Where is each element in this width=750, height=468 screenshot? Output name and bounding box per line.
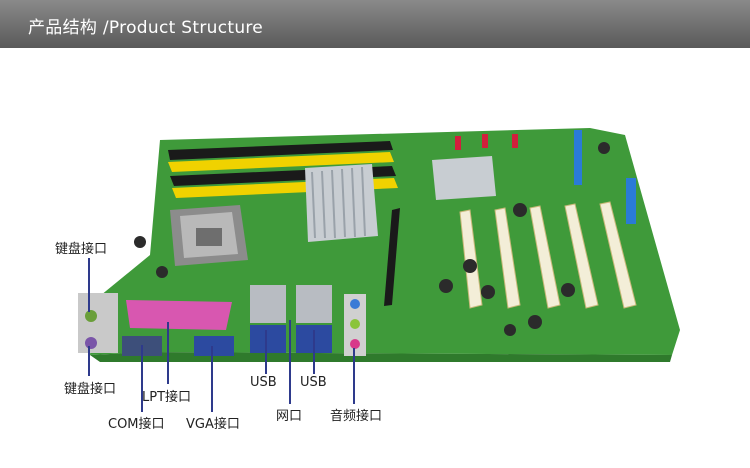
label-audio: 音频接口 [330, 409, 383, 424]
rear-io [78, 285, 366, 356]
header-bar: 产品结构 /Product Structure [0, 0, 750, 48]
label-keyboard-top: 键盘接口 [55, 242, 108, 257]
blue-connector-2 [626, 178, 636, 224]
label-keyboard-bottom: 键盘接口 [64, 382, 117, 397]
red-headers [455, 134, 518, 150]
blue-connector-1 [574, 130, 582, 185]
callout-lines [88, 258, 355, 412]
cpu-socket [170, 205, 248, 266]
chipset-heatsink [305, 164, 378, 242]
page-title: 产品结构 /Product Structure [28, 18, 264, 38]
label-vga: VGA接口 [186, 417, 240, 432]
pci-slots [459, 201, 637, 309]
label-com: COM接口 [108, 417, 165, 432]
motherboard-illustration [78, 128, 680, 412]
pcb-board [90, 128, 680, 355]
label-lpt: LPT接口 [142, 390, 192, 405]
pcie-slot [384, 208, 400, 306]
product-image-stage: 键盘接口 键盘接口 COM接口 LPT接口 VGA接口 USB USB 网口 音… [0, 48, 750, 468]
capacitors [134, 142, 610, 336]
label-lan: 网口 [276, 409, 303, 424]
pcb-board-edge [90, 352, 672, 362]
southbridge-heatsink [432, 156, 496, 200]
label-usb-right: USB [300, 375, 327, 390]
label-usb-left: USB [250, 375, 277, 390]
